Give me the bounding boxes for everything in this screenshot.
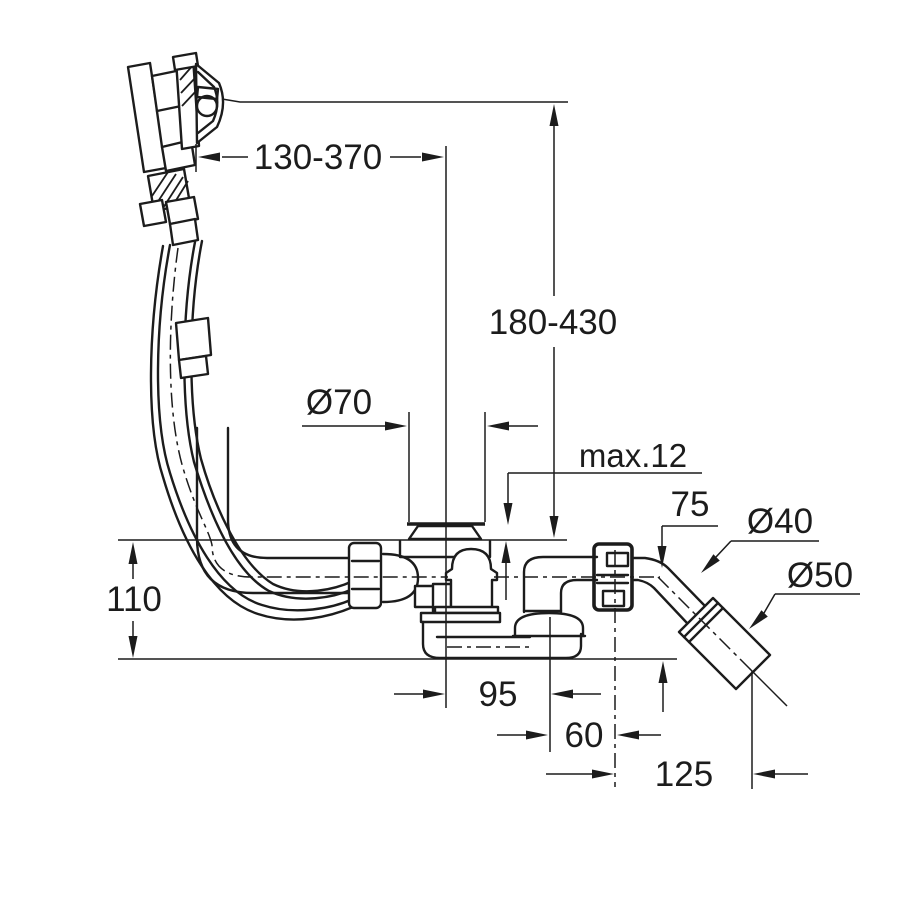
dim-outlet-axis-height: 75 bbox=[657, 485, 718, 712]
socket-axis-extension bbox=[749, 668, 788, 707]
arrowhead bbox=[657, 546, 667, 568]
centerlines bbox=[169, 247, 753, 787]
leader-line bbox=[763, 593, 776, 614]
arrowhead bbox=[422, 152, 444, 162]
drain-flange-skirt bbox=[407, 524, 483, 541]
hose-neck bbox=[168, 217, 200, 247]
dim-outlet-pipe-diameter: Ø40 bbox=[701, 502, 819, 573]
hose-wall-line bbox=[149, 244, 355, 621]
dim-label: 60 bbox=[565, 716, 604, 755]
clamp-foot bbox=[177, 354, 210, 380]
arrowhead bbox=[128, 636, 138, 658]
dimension-annotations: 130-370 180-430 Ø70 max.12 bbox=[106, 98, 860, 794]
dim-socket-diameter: Ø50 bbox=[749, 556, 860, 629]
arrowhead bbox=[701, 554, 720, 573]
dim-label: Ø40 bbox=[747, 502, 813, 541]
side-outlet-assembly bbox=[522, 542, 788, 707]
arrowhead bbox=[503, 503, 513, 525]
outlet-pipe-bottom-edge bbox=[630, 578, 689, 625]
inlet-cap bbox=[381, 552, 420, 604]
hatch-line bbox=[181, 89, 198, 107]
arrowhead bbox=[198, 152, 220, 162]
dim-max-rim-thickness: max.12 bbox=[501, 437, 702, 600]
arrowhead bbox=[551, 689, 573, 699]
dim-label: 110 bbox=[106, 580, 162, 619]
arrowhead bbox=[385, 421, 407, 431]
dim-label: Ø50 bbox=[787, 556, 853, 595]
knob-top-cap bbox=[171, 51, 200, 72]
arrowhead bbox=[592, 769, 614, 779]
dim-label: 125 bbox=[655, 755, 713, 794]
dim-bend-to-axis: 60 bbox=[497, 716, 661, 755]
arrowhead bbox=[487, 421, 509, 431]
rosette-cone bbox=[194, 62, 225, 145]
arrowhead bbox=[749, 610, 768, 629]
dim-body-height: 110 bbox=[106, 542, 162, 658]
dim-center-to-bend: 95 bbox=[394, 675, 601, 714]
hose-wall-line bbox=[156, 243, 355, 612]
outlet-sweep-dome bbox=[513, 611, 585, 638]
hose-union-nut bbox=[347, 541, 383, 610]
dim-horizontal-reach: 130-370 bbox=[195, 138, 444, 177]
pipe-inner-edge bbox=[226, 426, 352, 560]
elbow-inner-edge bbox=[559, 578, 599, 614]
socket-axis-centerline bbox=[657, 576, 753, 672]
hatch-line bbox=[151, 171, 169, 197]
top-datum-line bbox=[221, 98, 568, 103]
pipe-outer-edge bbox=[195, 426, 352, 595]
arrowhead bbox=[658, 661, 668, 683]
overflow-hose bbox=[149, 239, 355, 621]
arrowhead bbox=[549, 104, 559, 126]
trap-upper-plate bbox=[419, 611, 502, 624]
arrowhead bbox=[128, 542, 138, 564]
outlet-pipe-top-edge bbox=[630, 556, 707, 608]
hatch-line bbox=[156, 173, 177, 204]
clamp-body bbox=[174, 316, 213, 362]
dim-label: 180-430 bbox=[489, 303, 617, 342]
knob-center-circle bbox=[195, 94, 219, 118]
dim-vertical-reach: 180-430 bbox=[489, 104, 617, 538]
hatch-line bbox=[180, 76, 197, 94]
arrowhead bbox=[501, 541, 511, 563]
dim-label: 95 bbox=[479, 675, 518, 714]
knob-grip bbox=[195, 85, 220, 101]
waste-body-band bbox=[398, 539, 492, 559]
leader-line bbox=[715, 540, 732, 558]
hose-centerline bbox=[169, 247, 448, 578]
nut-detail bbox=[605, 551, 630, 568]
hose-clamp bbox=[174, 316, 213, 380]
lock-nut bbox=[164, 195, 200, 226]
standpipe-bell bbox=[444, 547, 499, 610]
trap-bowl bbox=[421, 620, 583, 660]
arrowhead bbox=[753, 769, 775, 779]
overflow-knob-assembly bbox=[126, 51, 225, 247]
dim-axis-to-socket-end: 125 bbox=[546, 755, 808, 794]
dim-flange-diameter: Ø70 bbox=[302, 383, 538, 522]
elbow-outer-edge bbox=[522, 555, 599, 614]
dim-label: 75 bbox=[671, 485, 710, 524]
nut-detail bbox=[601, 589, 626, 608]
arrowhead bbox=[526, 730, 548, 740]
reference-lines bbox=[118, 539, 677, 660]
dim-label: 130-370 bbox=[254, 138, 382, 177]
dim-label: Ø70 bbox=[306, 383, 372, 422]
dim-label: max.12 bbox=[579, 437, 687, 474]
arrowhead bbox=[549, 516, 559, 538]
arrowhead bbox=[617, 730, 639, 740]
arrowhead bbox=[423, 689, 445, 699]
overflow-pipe bbox=[195, 426, 352, 595]
mounting-tab bbox=[138, 198, 168, 228]
